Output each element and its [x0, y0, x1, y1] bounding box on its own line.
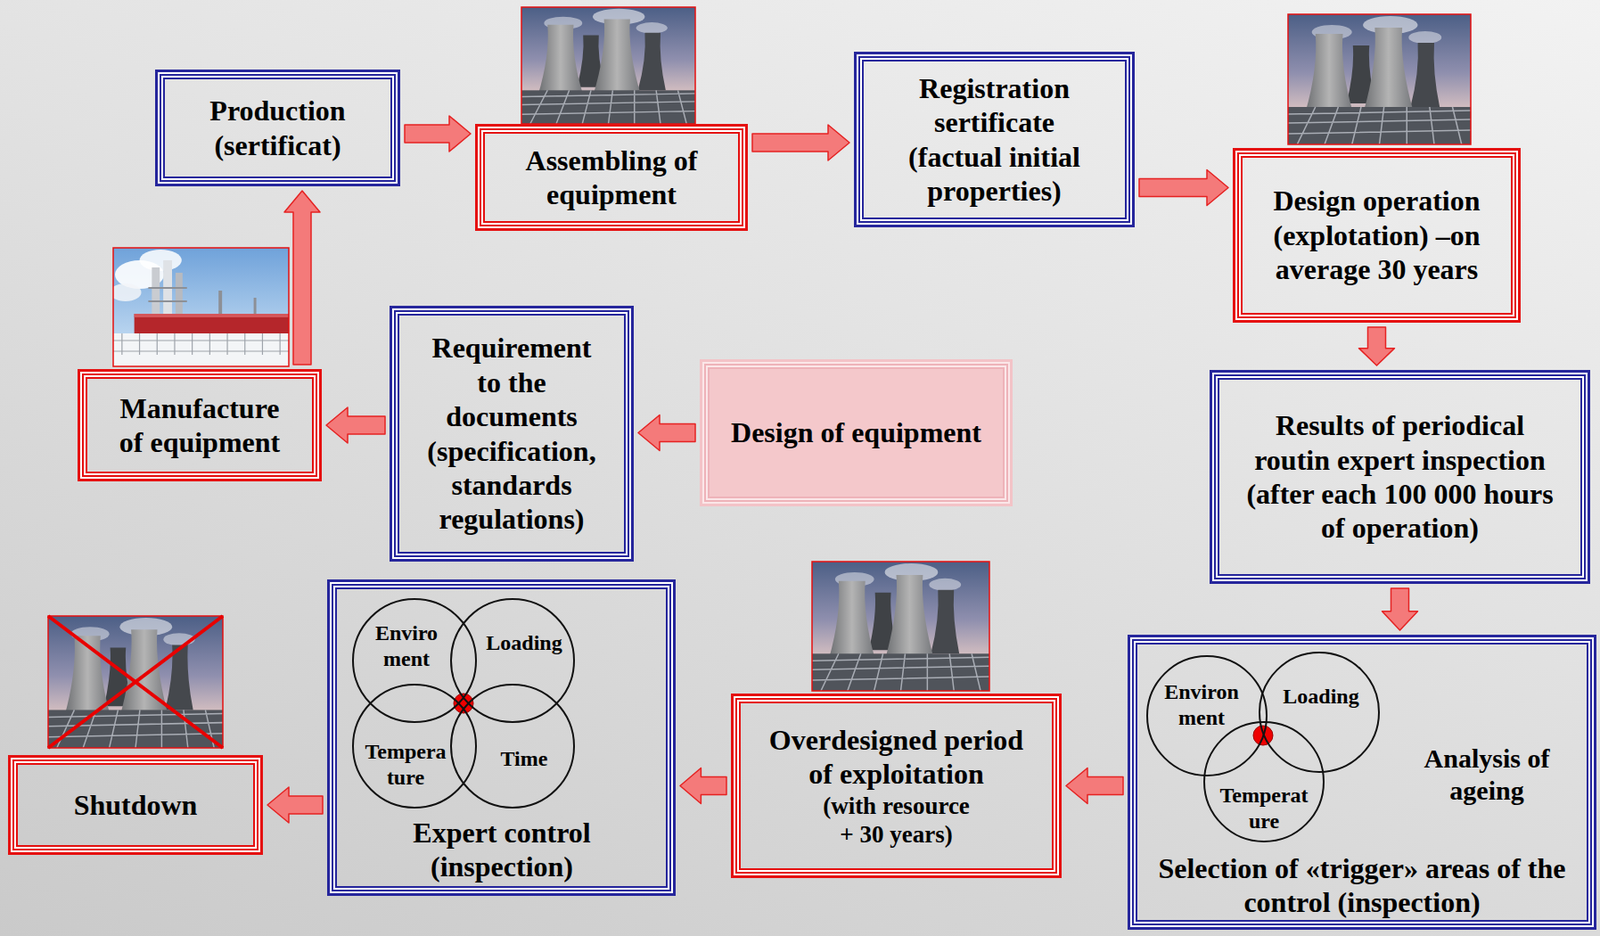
- flow-arrow: [752, 124, 850, 161]
- power-plant-photo: [48, 615, 223, 748]
- flow-arrow: [1066, 768, 1124, 805]
- process-box: Production (sertificat): [155, 69, 401, 187]
- flow-arrow: [1359, 327, 1395, 366]
- box-label: (with resource + 30 years): [818, 791, 975, 850]
- factor-label: Loading: [1282, 683, 1359, 710]
- factory-photo: [109, 247, 289, 367]
- photo-frame: [1288, 14, 1471, 145]
- power-plant-photo: [521, 7, 696, 124]
- box-label: Overdesigned period of exploitation: [763, 722, 1031, 792]
- flow-arrow: [638, 415, 696, 452]
- process-box: Overdesigned period of exploitation(with…: [730, 693, 1062, 878]
- box-label: Shutdown: [46, 787, 225, 822]
- factor-circle: Loading: [450, 598, 575, 723]
- photo-frame: [113, 247, 289, 367]
- box-label: Registration sertificate (factual initia…: [905, 71, 1084, 209]
- process-box: Analysis of ageingSelection of «trigger»…: [1127, 634, 1597, 930]
- box-label: Selection of «trigger» areas of the cont…: [1143, 851, 1581, 920]
- process-box: Design operation (explotation) –on avera…: [1232, 147, 1521, 323]
- factor-circle: Loading: [1258, 651, 1380, 773]
- flow-arrow: [326, 407, 386, 444]
- flow-arrow: [1382, 588, 1419, 631]
- process-box: Results of periodical routin expert insp…: [1209, 369, 1591, 584]
- box-label: Assembling of equipment: [520, 143, 704, 213]
- factor-circle: Environ ment: [1146, 655, 1268, 777]
- photo-frame: [521, 7, 696, 124]
- box-label: Requirement to the documents (specificat…: [422, 330, 601, 536]
- power-plant-photo: [812, 561, 990, 691]
- flow-arrow: [404, 115, 471, 152]
- cross-out: [48, 615, 223, 748]
- intersection-dot: [453, 693, 474, 714]
- factor-label: Enviro ment: [375, 620, 438, 673]
- flow-arrow: [284, 190, 320, 365]
- box-label: Production (sertificat): [204, 93, 352, 163]
- factor-label: Loading: [485, 630, 562, 657]
- process-box: Design of equipment: [699, 359, 1013, 507]
- box-label: Expert control (inspection): [408, 815, 596, 885]
- flow-arrow: [267, 787, 323, 823]
- process-box: Assembling of equipment: [475, 123, 748, 231]
- factor-label: Temperat ure: [1219, 782, 1308, 835]
- process-box: Requirement to the documents (specificat…: [389, 305, 634, 562]
- factor-circle: Tempera ture: [352, 683, 477, 809]
- process-box: Manufacture of equipment: [77, 369, 322, 482]
- box-label: Results of periodical routin expert insp…: [1241, 408, 1559, 546]
- factor-circle: Time: [450, 683, 575, 809]
- intersection-dot: [1253, 725, 1273, 746]
- flow-arrow: [1139, 170, 1229, 206]
- factor-label: Tempera ture: [364, 738, 446, 791]
- photo-frame: [812, 561, 990, 691]
- box-label: Design operation (explotation) –on avera…: [1267, 183, 1486, 287]
- process-box: Shutdown: [8, 754, 263, 855]
- factor-circle: Temperat ure: [1203, 721, 1325, 843]
- box-label: Manufacture of equipment: [113, 391, 288, 460]
- box-label: Design of equipment: [722, 415, 991, 450]
- box-label: Analysis of ageing: [1406, 742, 1568, 807]
- process-box: Registration sertificate (factual initia…: [853, 51, 1135, 228]
- flow-arrow: [680, 768, 727, 805]
- factor-label: Environ ment: [1164, 679, 1239, 731]
- photo-frame: [48, 615, 223, 748]
- process-box: Expert control (inspection) Enviro ment Lo…: [327, 579, 676, 896]
- power-plant-photo: [1288, 14, 1471, 145]
- factor-circle: Enviro ment: [352, 598, 477, 723]
- factor-label: Time: [500, 746, 549, 772]
